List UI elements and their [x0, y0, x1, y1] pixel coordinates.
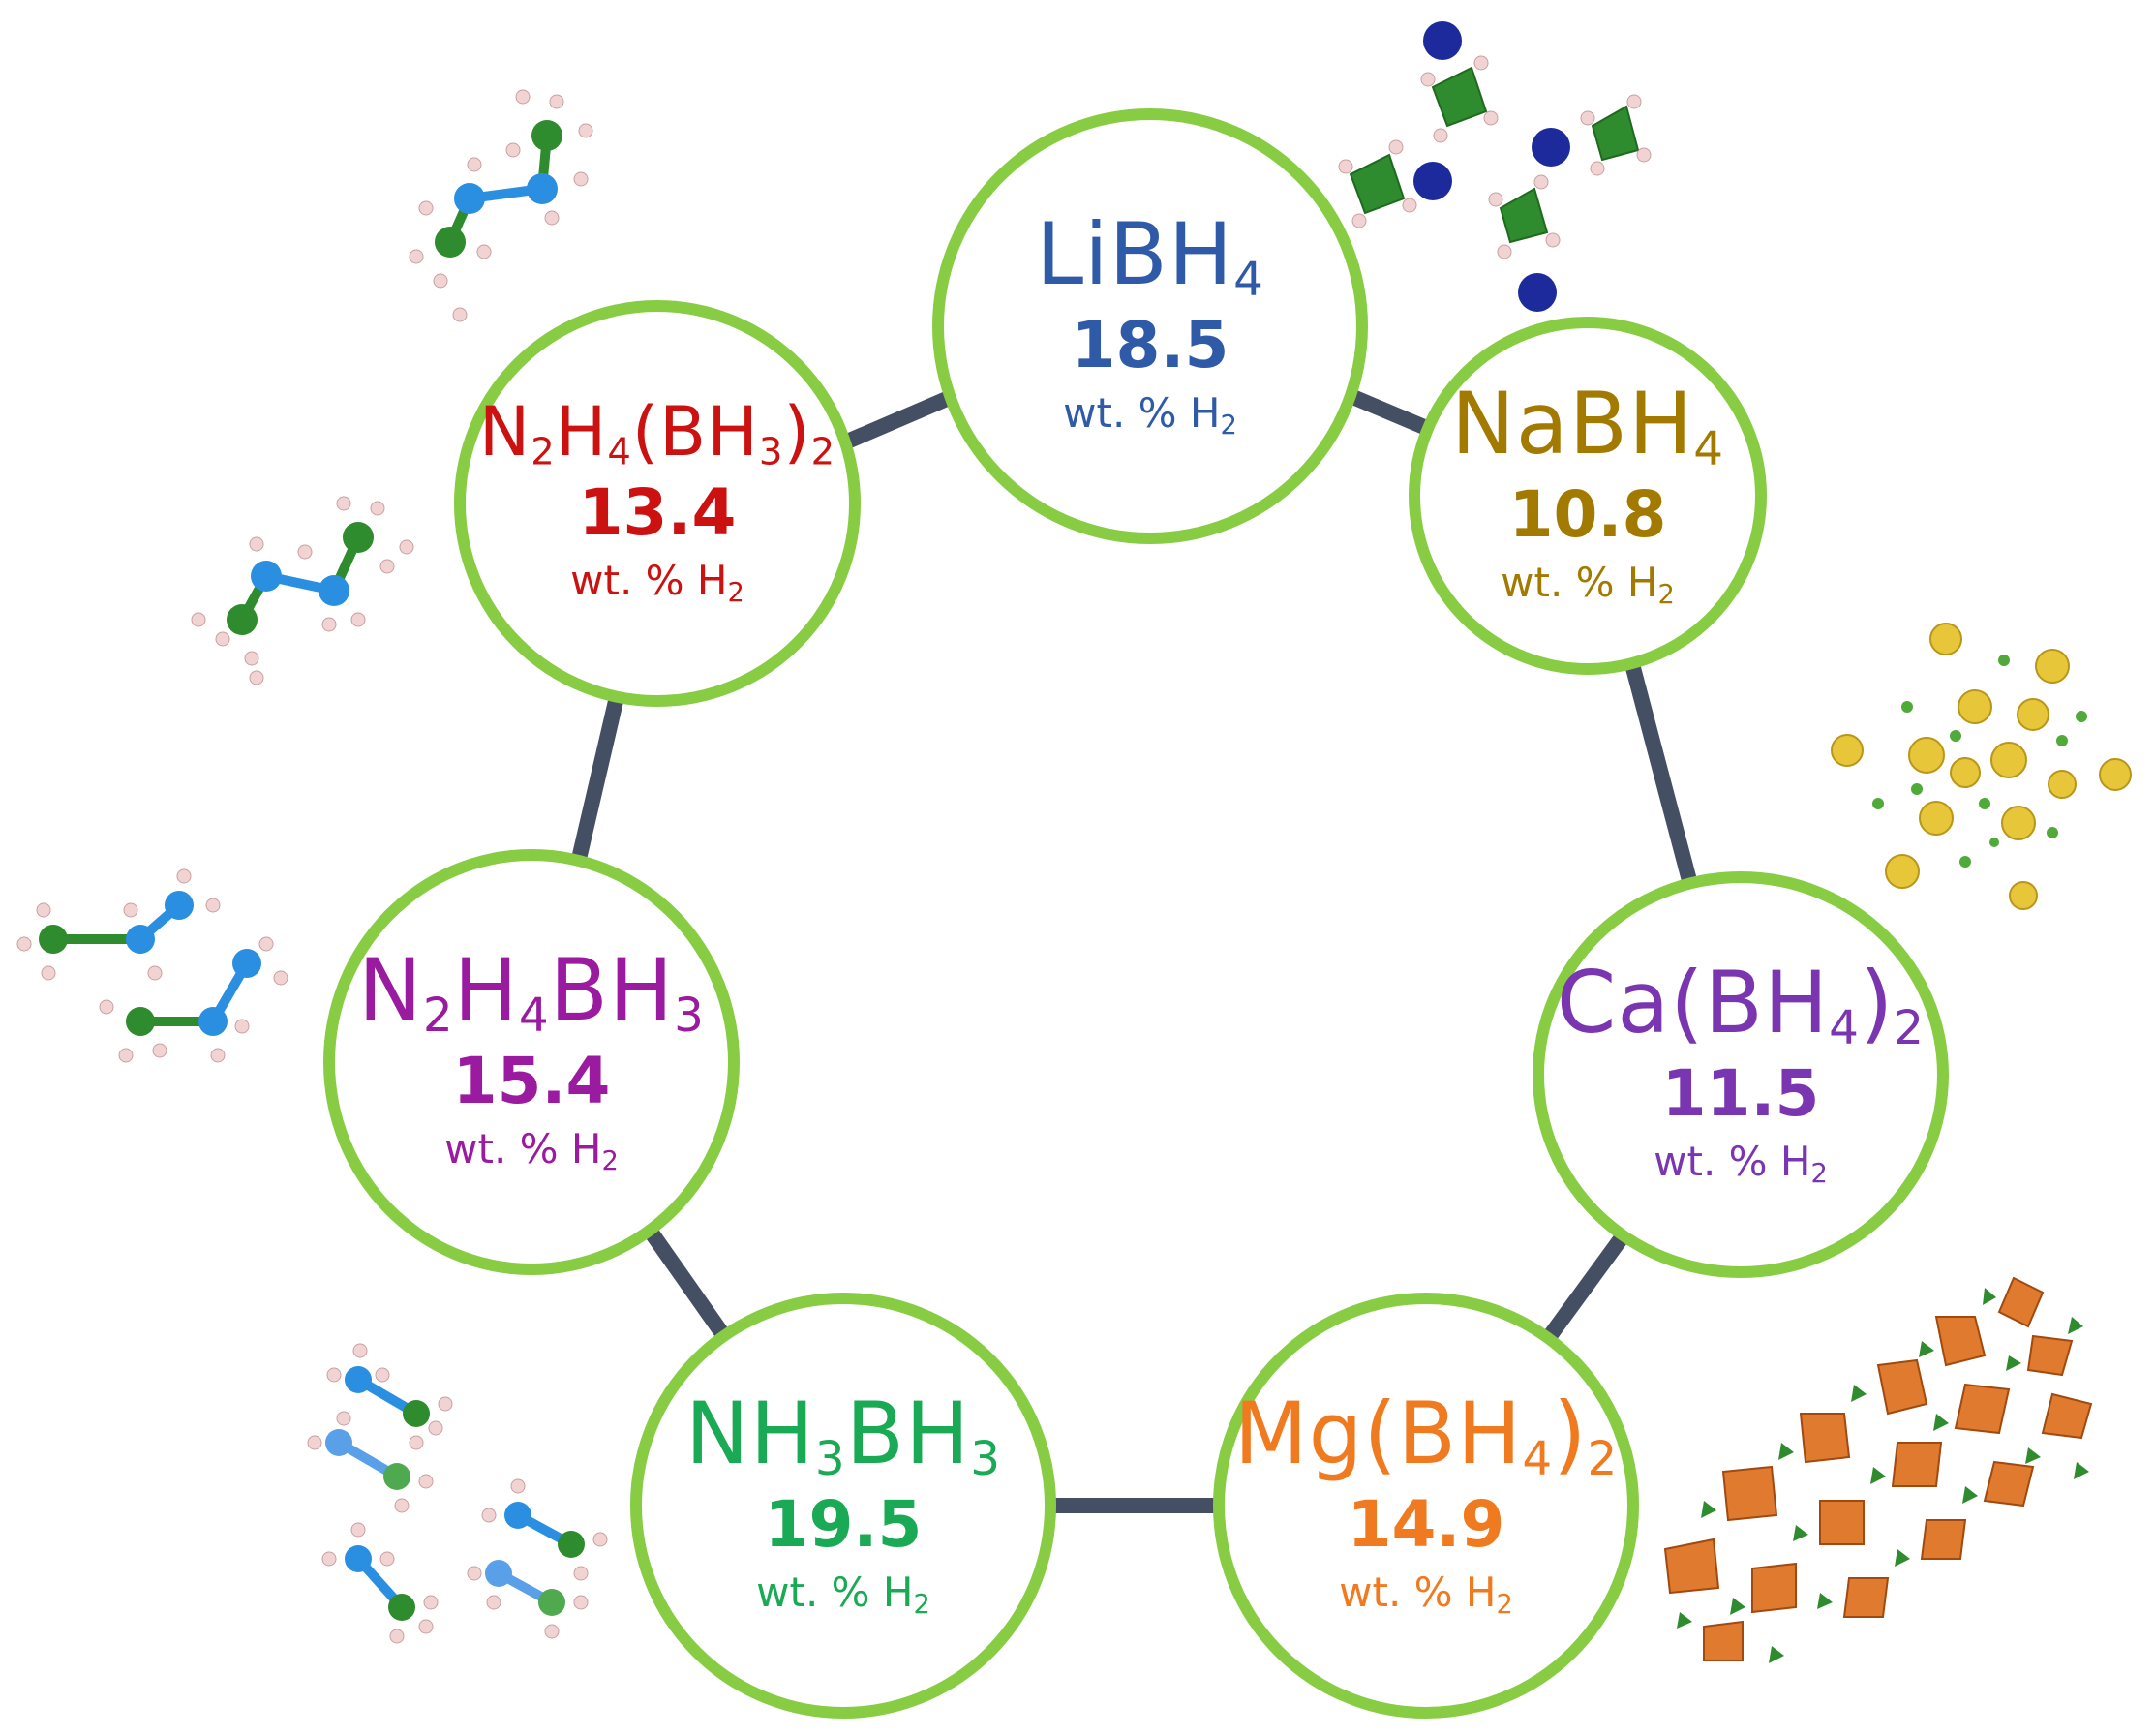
- unit-subscript: 2: [727, 577, 744, 608]
- unit: wt. % H2: [1501, 559, 1675, 612]
- unit: wt. % H2: [1654, 1138, 1828, 1191]
- formula: NH3BH3: [685, 1389, 1001, 1484]
- value: 14.9: [1347, 1487, 1505, 1563]
- lithium-borohydride-crystal-icon: [1338, 21, 1652, 312]
- formula-text: NH: [684, 1384, 815, 1484]
- unit: wt. % H2: [570, 557, 744, 610]
- unit-text: wt. % H: [1063, 388, 1221, 437]
- unit: wt. % H2: [756, 1568, 930, 1622]
- formula-text: LiBH: [1036, 204, 1234, 305]
- formula-subscript: 4: [1693, 422, 1725, 477]
- formula-text: N: [358, 940, 423, 1041]
- hydrazine-borane-molecules-icon: [16, 868, 288, 1063]
- magnesium-borohydride-crystal-icon: [1663, 1276, 2093, 1663]
- node-nh3bh3: NH3BH3 19.5 wt. % H2: [630, 1293, 1056, 1719]
- formula: Ca(BH4)2: [1557, 959, 1925, 1053]
- unit-text: wt. % H: [1339, 1568, 1497, 1616]
- formula-text: Mg(BH: [1233, 1384, 1523, 1484]
- unit: wt. % H2: [1063, 389, 1237, 442]
- value: 19.5: [764, 1487, 923, 1563]
- formula: N2H4BH3: [358, 946, 705, 1041]
- node-n2h4bh32: N2H4(BH3)2 13.4 wt. % H2: [454, 300, 861, 707]
- unit-text: wt. % H: [444, 1124, 602, 1173]
- unit-subscript: 2: [601, 1145, 619, 1176]
- formula-text: ): [1553, 1384, 1588, 1484]
- value: 15.4: [452, 1044, 611, 1119]
- formula-subscript: 3: [674, 989, 705, 1044]
- formula-text: ): [783, 392, 811, 472]
- unit-subscript: 2: [1657, 579, 1675, 610]
- value: 10.8: [1508, 477, 1667, 553]
- node-mgbh42: Mg(BH4)2 14.9 wt. % H2: [1213, 1293, 1639, 1719]
- formula: LiBH4: [1036, 210, 1264, 305]
- unit-subscript: 2: [1220, 410, 1237, 441]
- formula-text: BH: [845, 1384, 971, 1484]
- formula: Mg(BH4)2: [1234, 1389, 1619, 1484]
- formula-subscript: 3: [758, 431, 784, 475]
- formula-text: BH: [549, 940, 675, 1041]
- formula-text: (BH: [631, 392, 759, 472]
- unit-text: wt. % H: [1501, 558, 1658, 606]
- formula-text: Ca(BH: [1556, 953, 1830, 1053]
- unit-subscript: 2: [913, 1589, 930, 1620]
- formula-subscript: 4: [1522, 1432, 1554, 1487]
- formula-text: N: [478, 392, 531, 472]
- node-libh4: LiBH4 18.5 wt. % H2: [932, 108, 1368, 544]
- formula-text: NaBH: [1450, 374, 1694, 474]
- unit-subscript: 2: [1810, 1158, 1828, 1189]
- formula-subscript: 2: [422, 989, 454, 1044]
- formula-subscript: 3: [970, 1432, 1002, 1487]
- formula-subscript: 2: [1587, 1432, 1619, 1487]
- node-n2h4bh3: N2H4BH3 15.4 wt. % H2: [323, 849, 740, 1275]
- formula-subscript: 4: [607, 431, 632, 475]
- formula-text: ): [1859, 953, 1895, 1053]
- formula-subscript: 4: [518, 989, 550, 1044]
- node-cabh42: Ca(BH4)2 11.5 wt. % H2: [1533, 871, 1949, 1278]
- unit: wt. % H2: [1339, 1568, 1513, 1622]
- hydrazine-bisborane-molecule-icon: [409, 89, 593, 322]
- formula-subscript: 2: [531, 431, 556, 475]
- formula-subscript: 4: [1829, 1001, 1860, 1056]
- formula: NaBH4: [1451, 380, 1724, 474]
- unit-text: wt. % H: [1654, 1137, 1811, 1185]
- formula-subscript: 2: [1894, 1001, 1926, 1056]
- ammonia-borane-molecules-icon: [307, 1343, 608, 1644]
- formula-subscript: 4: [1233, 253, 1264, 308]
- hydrazine-bisborane-molecule-icon: [191, 496, 414, 685]
- value: 18.5: [1071, 308, 1229, 383]
- unit-text: wt. % H: [570, 557, 728, 605]
- formula-subscript: 3: [814, 1432, 846, 1487]
- formula-subscript: 2: [810, 431, 836, 475]
- value: 13.4: [578, 475, 737, 551]
- unit-text: wt. % H: [756, 1568, 914, 1616]
- formula: N2H4(BH3)2: [479, 397, 835, 472]
- node-nabh4: NaBH4 10.8 wt. % H2: [1409, 317, 1767, 675]
- formula-text: H: [555, 392, 608, 472]
- formula-text: H: [453, 940, 519, 1041]
- unit: wt. % H2: [444, 1125, 619, 1178]
- unit-subscript: 2: [1496, 1589, 1513, 1620]
- sodium-borohydride-crystal-icon: [1831, 623, 2132, 910]
- value: 11.5: [1661, 1056, 1820, 1132]
